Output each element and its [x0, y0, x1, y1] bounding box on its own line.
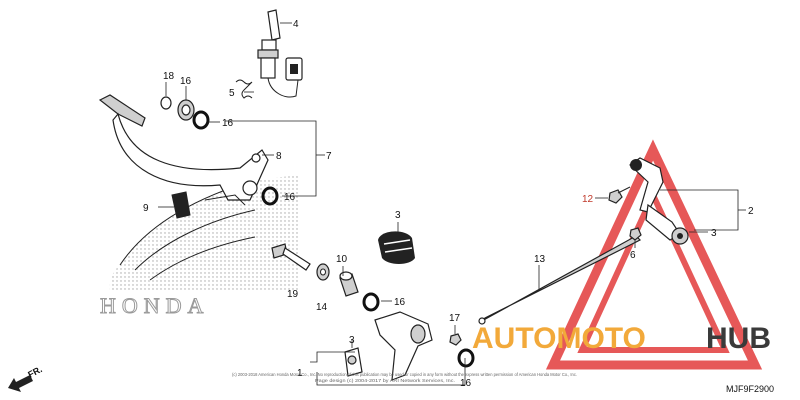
callout-6: 5	[229, 88, 235, 99]
callout-11: 10	[336, 254, 348, 265]
callout-3-a: 3	[349, 335, 355, 346]
callout-16-a: 16	[222, 118, 234, 129]
callout-17: 17	[449, 313, 461, 324]
callout-19: 19	[287, 289, 299, 300]
callout-8: 7	[326, 151, 332, 162]
nut-7	[629, 227, 642, 241]
oil-seal-16-lower	[261, 186, 279, 206]
watermark-text: AUTOMOTO HUB	[472, 322, 771, 355]
copyright-line-1: (c) 2003-2018 American Honda Motor Co., …	[232, 372, 577, 377]
oil-seal-16-low	[457, 348, 475, 368]
brake-pedal-arm	[98, 94, 269, 206]
callout-16-c: 16	[394, 297, 406, 308]
nut-3-right	[671, 227, 689, 245]
callout-16-b: 16	[284, 192, 296, 203]
watermark-word-automoto: AUTOMOTO	[472, 322, 646, 355]
callout-3-b: 3	[711, 228, 717, 239]
honda-wing-logo: HONDA	[100, 175, 301, 319]
callout-5: 4	[293, 19, 299, 30]
callout-15: 14	[316, 302, 328, 313]
rubber-boot	[378, 231, 415, 264]
callout-14: 13	[534, 254, 546, 265]
bolt-13	[608, 186, 631, 204]
copyright: (c) 2003-2018 American Honda Motor Co., …	[232, 372, 577, 383]
callout-16-d: 16	[460, 378, 472, 389]
diagram-code: MJF9F2900	[726, 384, 774, 394]
watermark-word-hub: HUB	[706, 322, 771, 355]
callout-2: 2	[748, 206, 754, 217]
collar-12	[177, 99, 195, 121]
washer-15	[316, 263, 330, 281]
callout-1: 1	[297, 368, 303, 379]
nut-17	[449, 333, 462, 346]
pedal-switch	[171, 191, 191, 219]
oil-seal-16-mid	[362, 292, 380, 312]
callout-9: 8	[276, 151, 282, 162]
bolt-19	[271, 243, 311, 271]
callout-13: 12	[582, 194, 594, 205]
front-direction-marker: FR.	[8, 364, 44, 392]
brake-rod	[478, 235, 642, 325]
washer-18	[160, 96, 172, 110]
front-label: FR.	[26, 364, 43, 380]
honda-logo-text: HONDA	[100, 293, 209, 318]
leader-lines	[158, 22, 746, 386]
return-spring	[235, 79, 253, 99]
oil-seal-16-upper	[192, 110, 210, 130]
callout-7: 6	[630, 250, 636, 261]
copyright-line-2: Page design (c) 2004-2017 by ARI Network…	[315, 378, 455, 383]
callout-10: 9	[143, 203, 149, 214]
callout-18: 18	[163, 71, 175, 82]
rear-brake-arm	[629, 157, 681, 241]
callout-labels: 4 18 16 5 16 8 7 16 9 3 10 19 14 16 3 1 …	[143, 19, 754, 389]
stop-switch	[257, 9, 303, 98]
pivot-lever	[344, 311, 433, 381]
callout-12: 16	[180, 76, 192, 87]
collar-11	[339, 271, 359, 297]
callout-4: 3	[395, 210, 401, 221]
